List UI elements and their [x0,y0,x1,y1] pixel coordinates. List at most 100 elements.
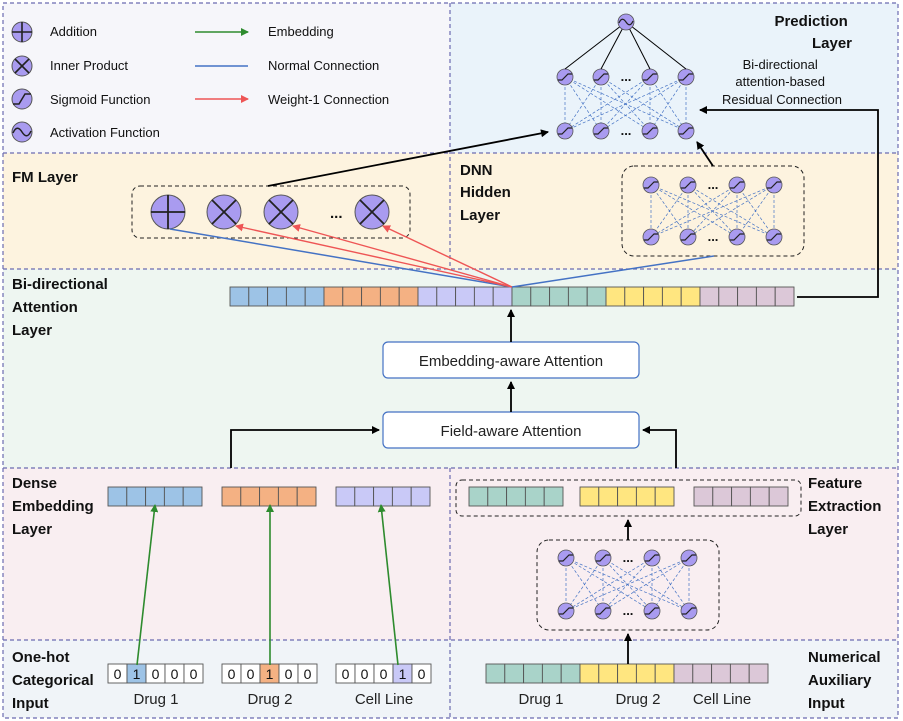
concatenated-embedding-strip-cell-23 [643,286,663,307]
drug2-embedding-strip-cell-1 [221,486,242,507]
drug2-bit-cell-5 [297,663,318,684]
weight1-arrow-3 [382,225,513,288]
concatenated-embedding-strip-cell-21 [605,286,626,307]
feature-to-field-arrow [642,426,677,468]
fm-addition-node [150,194,186,230]
weight1-arrow-1 [235,223,513,288]
drug1-bit-2: 1 [133,666,141,682]
residual-connection-note: Bi-directional attention-based Residual … [722,57,842,107]
embed-arrow-cell [377,504,399,666]
prediction-network [556,13,695,140]
cell-embedding-strip-cell-1 [335,486,356,507]
drug2-feature-strip-cell-4 [635,486,656,507]
cell-bit-1: 0 [342,666,350,682]
feature-net-top-node-1 [557,549,575,567]
dnn-hidden-network [642,176,783,246]
feature-extraction-layer-label: Feature Extraction Layer [808,475,886,538]
legend-normal-label: Normal Connection [268,58,379,73]
drug2-feature-strip-cell-2 [598,486,619,507]
cell-bit-3: 0 [380,666,388,682]
prediction-bottom-node-3 [641,122,659,140]
inner-product-node-3 [354,194,390,230]
fm-ellipsis: ... [330,205,343,222]
inner-product-icon [11,55,33,77]
drug2-embedding-strip [221,486,317,507]
dnn-hidden-ellipsis-1: ... [708,177,719,192]
concatenated-embedding-strip-cell-13 [455,286,475,307]
numerical-auxiliary-strip-cell-13 [711,663,731,684]
legend-embedding-label: Embedding [268,24,334,39]
feature-output-box [455,479,802,517]
cell-embedding-strip-cell-5 [410,486,431,507]
prediction-connections [564,76,687,132]
numerical-auxiliary-strip-cell-1 [485,663,506,684]
onehot-input-label: One-hot Categorical Input [12,649,98,712]
legend-panel [3,3,450,153]
drug2-embedding-strip-cell-4 [277,486,298,507]
field-attention-label: Field-aware Attention [441,423,582,440]
dnn-hidden-ellipsis-2: ... [708,229,719,244]
concatenated-embedding-strip-cell-22 [624,286,645,307]
feature-net-bottom-node-4 [680,602,698,620]
embedding-attention-label: Embedding-aware Attention [419,353,603,370]
feature-net-top-node-2 [594,549,612,567]
drug1-feature-strip-cell-5 [543,486,564,507]
prediction-ellipsis-1: ... [621,69,632,84]
cell-bit-2: 0 [361,666,369,682]
embedding-strips [107,286,795,684]
dnn-hidden-top-node-3 [728,176,746,194]
prediction-bottom-node-1 [556,122,574,140]
feature-net-ellipsis-1: ... [623,550,634,565]
fm-layer-label: FM Layer [12,169,78,186]
drug2-feature-strip [579,486,675,507]
drug2-bit-3: 1 [266,666,274,682]
drug2-bit-5: 0 [304,666,312,682]
sigmoid-icon [11,88,33,110]
cell-bit-cell-5 [411,663,432,684]
dnn-hidden-bottom-node-2 [679,228,697,246]
onehot-drug2-caption: Drug 2 [247,691,292,708]
legend-activation-label: Activation Function [50,125,160,140]
cell-bit-4: 1 [399,666,407,682]
activation-icon [11,121,33,143]
numerical-auxiliary-strip-cell-7 [598,663,619,684]
dnn-to-prediction-arrow [696,141,714,167]
strip-to-dnn-line [511,255,715,288]
cell-embedding-strip-cell-3 [373,486,393,507]
drug1-feature-strip-cell-1 [468,486,489,507]
drug1-feature-strip-cell-4 [524,486,545,507]
aux-drug1-caption: Drug 1 [518,691,563,708]
numerical-auxiliary-strip-cell-14 [729,663,750,684]
connections [136,106,879,666]
cell-feature-strip-cell-1 [693,486,714,507]
dnn-hidden-top-node-2 [679,176,697,194]
drug1-embedding-strip-cell-4 [163,486,184,507]
concatenated-embedding-strip-cell-4 [285,286,306,307]
drug1-bit-cell-5 [183,663,204,684]
concatenated-embedding-strip-cell-11 [417,286,438,307]
dense-embedding-layer-label: Dense Embedding Layer [12,475,98,538]
numerical-auxiliary-strip-cell-11 [673,663,694,684]
drug2-feature-strip-cell-5 [654,486,675,507]
prediction-layer-label: Prediction Layer [774,13,852,52]
concatenated-embedding-strip-cell-7 [342,286,363,307]
drug1-feature-strip-cell-3 [506,486,526,507]
concatenated-embedding-strip-cell-1 [229,286,250,307]
cell-feature-strip [693,486,789,507]
output-edge [600,21,627,70]
numerical-auxiliary-strip-cell-2 [504,663,525,684]
feature-extraction-network [557,549,698,620]
bidirectional-layer-label: Bi-directional Attention Layer [12,276,112,339]
concatenated-embedding-strip-cell-3 [267,286,287,307]
concatenated-embedding-strip-cell-14 [473,286,494,307]
drug2-bit-2: 0 [247,666,255,682]
dnn-hidden-top-node-1 [642,176,660,194]
numerical-auxiliary-strip-cell-15 [748,663,769,684]
onehot-drug1-caption: Drug 1 [133,691,178,708]
concatenated-embedding-strip-cell-29 [755,286,776,307]
concatenated-embedding-strip-cell-17 [530,286,551,307]
feature-net-top-node-3 [643,549,661,567]
